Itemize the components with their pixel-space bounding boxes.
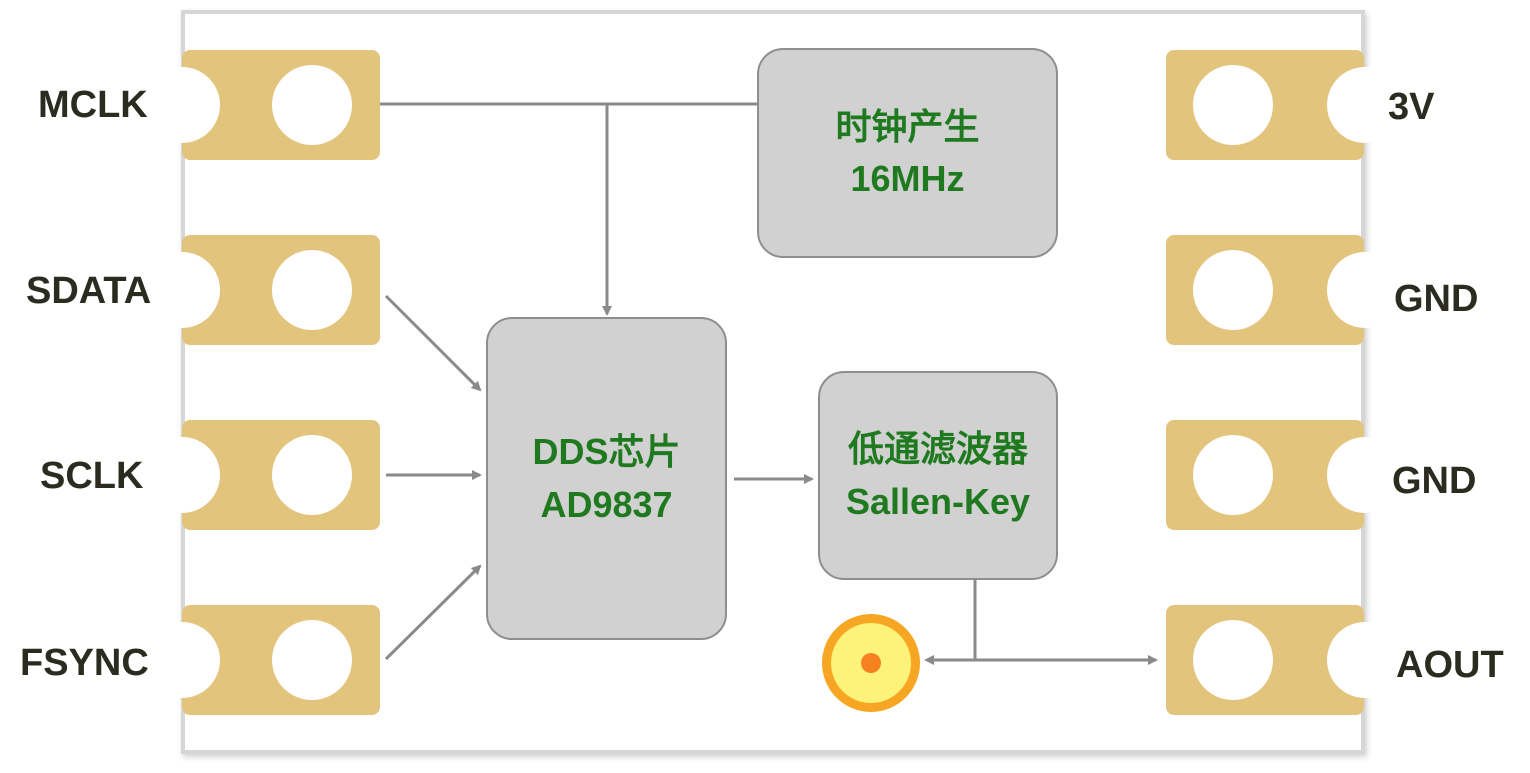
- pin-label-fsync: FSYNC: [20, 642, 149, 684]
- pad-gnd-2: [1166, 420, 1403, 530]
- filter-block-topology: Sallen-Key: [845, 480, 1031, 522]
- pin-label-3v: 3V: [1388, 86, 1435, 128]
- dds-chip-block: DDS芯片 AD9837: [486, 317, 727, 640]
- lowpass-filter-block: 低通滤波器 Sallen-Key: [818, 371, 1058, 580]
- pin-label-sdata: SDATA: [26, 270, 152, 312]
- pin-label-gnd-1: GND: [1394, 278, 1479, 320]
- clock-block-title: 时钟产生: [835, 105, 980, 147]
- pad-aout: [1166, 605, 1403, 715]
- dds-block-title: DDS芯片: [532, 431, 681, 473]
- pad-gnd-1: [1166, 235, 1403, 345]
- clock-block-frequency: 16MHz: [850, 158, 965, 199]
- clock-generator-block: 时钟产生 16MHz: [757, 48, 1058, 258]
- pin-label-sclk: SCLK: [40, 455, 144, 497]
- pad-mclk: [144, 50, 380, 160]
- pad-fsync: [144, 605, 380, 715]
- wire-sdata-to-dds: [384, 294, 482, 392]
- wire-fsync-to-dds: [384, 564, 482, 661]
- pin-label-mclk: MCLK: [38, 84, 148, 126]
- pin-label-aout: AOUT: [1396, 644, 1504, 686]
- pad-sdata: [144, 235, 380, 345]
- filter-block-title: 低通滤波器: [847, 428, 1028, 470]
- dds-block-part-number: AD9837: [540, 483, 673, 525]
- pin-label-gnd-2: GND: [1392, 460, 1477, 502]
- pad-sclk: [144, 420, 380, 530]
- pad-3v: [1166, 50, 1403, 160]
- test-point-icon: [822, 614, 920, 712]
